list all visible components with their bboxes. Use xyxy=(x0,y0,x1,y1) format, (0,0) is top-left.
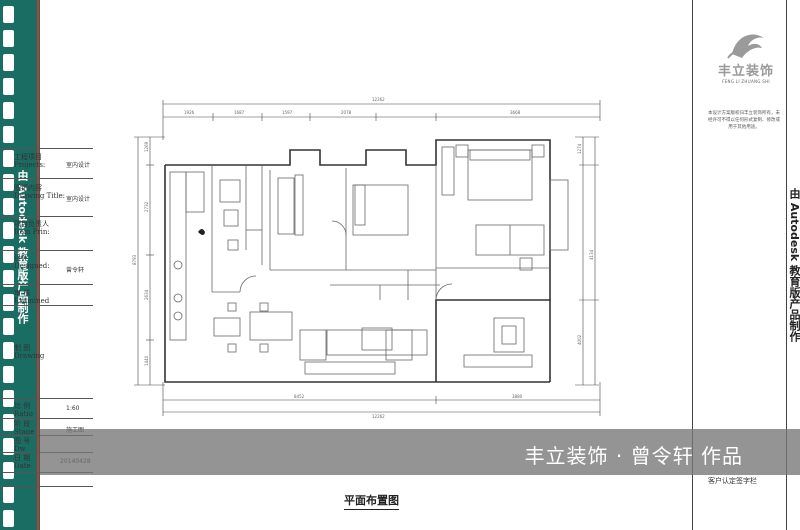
tb-drawing-title-value: 室内设计 xyxy=(66,196,91,203)
dim-left-3: 2634 xyxy=(144,289,149,300)
dim-top-3: 1597 xyxy=(282,110,293,115)
dim-right-1: 1274 xyxy=(577,143,582,154)
plan-title: 平面布置图 xyxy=(344,492,399,510)
floor-plan-drawing: 12262 1926 1687 1597 2078 3668 8452 3880… xyxy=(132,97,601,419)
logo-subtitle: FENG LI ZHUANG SHI xyxy=(722,79,770,84)
dim-left-4: 1440 xyxy=(144,355,149,366)
tb-project-value: 室内设计 xyxy=(66,162,91,169)
dim-total-top: 12262 xyxy=(372,97,385,102)
dim-bottom-1: 8452 xyxy=(294,394,305,399)
autodesk-strip-label: 由 Autodesk 教育版产品制作 xyxy=(16,170,29,325)
company-logo-icon xyxy=(727,34,764,59)
watermark-text: 丰立装饰 · 曾令轩 作品 xyxy=(524,444,743,468)
dim-top-4: 2078 xyxy=(341,110,352,115)
dim-top-1: 1926 xyxy=(184,110,195,115)
watermark-banner xyxy=(40,429,800,475)
dim-right-2: 4134 xyxy=(589,249,594,260)
dim-top-2: 1687 xyxy=(234,110,245,115)
logo-name: 丰立装饰 xyxy=(717,64,774,79)
autodesk-right-label: 由 Autodesk 教育版产品制作 xyxy=(788,188,800,343)
tb-ratio-value: 1:60 xyxy=(66,405,80,412)
red-margin-line xyxy=(37,0,39,530)
dim-left-2: 2732 xyxy=(144,201,149,212)
company-note: 本设计方案版权归丰立装饰所有，未经许可不得以任何形式复制、修改或用于其他用途。 xyxy=(708,111,780,130)
title-block xyxy=(692,0,787,530)
tb-designed-value: 曾令轩 xyxy=(66,267,85,274)
dim-left-1: 1269 xyxy=(144,141,149,152)
dim-total-bottom: 12262 xyxy=(372,414,385,419)
dim-top-5: 3668 xyxy=(510,110,521,115)
dim-total-left: 8793 xyxy=(132,254,137,265)
film-strip: 由 Autodesk 教育版产品制作 xyxy=(0,0,40,530)
client-signature-field: 客户认定签字栏 xyxy=(708,477,757,485)
dim-right-3: 4002 xyxy=(577,334,582,345)
dim-bottom-2: 3880 xyxy=(512,394,523,399)
